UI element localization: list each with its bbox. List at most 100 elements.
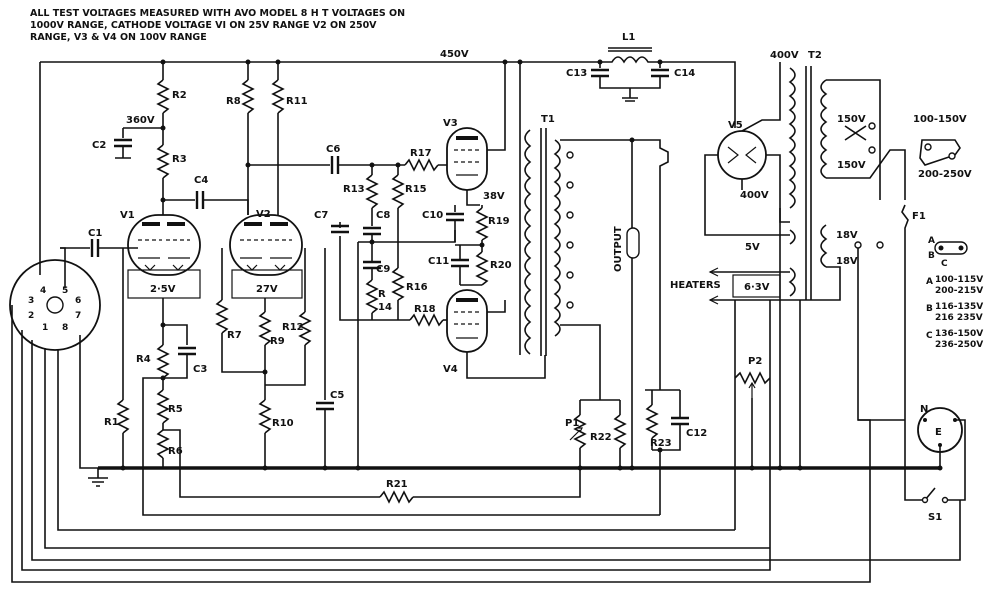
v2-valve (229, 214, 303, 276)
r21-label: R21 (386, 479, 408, 490)
mains-n-pin: N (920, 404, 928, 415)
s1-label: S1 (928, 512, 942, 523)
range-b-letter: B (926, 304, 933, 314)
r5-label: R5 (168, 404, 183, 415)
v1-supply-voltage: 360V (126, 115, 155, 126)
r3-label: R3 (172, 154, 187, 165)
r10-label: R10 (272, 418, 294, 429)
r12-resistor (298, 311, 312, 346)
r2-label: R2 (172, 90, 187, 101)
c3-label: C3 (193, 364, 207, 375)
note-line-3: RANGE, V3 & V4 ON 100V RANGE (30, 32, 207, 43)
v5-label: V5 (728, 120, 743, 131)
r5-resistor (156, 389, 170, 424)
rectifier-stage: V5 400V 400V 5V (704, 50, 799, 253)
range-c-letter: C (926, 331, 933, 341)
r1-resistor (116, 399, 130, 434)
r22-resistor (613, 414, 627, 449)
t1-output-transformer: T1 OUTPUT (524, 114, 669, 468)
tap-150v-b: 150V (837, 160, 866, 171)
v3-cathode-voltage: 38V (483, 191, 505, 202)
coupling-network: C6 R17 R13 C8 R15 C7 C9 R 14 (314, 144, 456, 471)
mains-input: N E S1 (904, 404, 966, 523)
c11-label: C11 (428, 256, 449, 267)
hum-balance: P2 (734, 356, 771, 468)
r20-label: R20 (490, 260, 512, 271)
earth-bus (88, 466, 940, 487)
v1-stage: R2 C2 360V R3 C4 V1 C1 2·5V (60, 62, 660, 516)
pin-2: 2 (28, 311, 34, 321)
r8-label: R8 (226, 96, 241, 107)
pin-7: 7 (75, 311, 81, 321)
heater-supply: HEATERS 6·3V (670, 267, 790, 548)
pin-6: 6 (75, 296, 81, 306)
mains-e-pin: E (935, 427, 942, 438)
pin-3: 3 (28, 296, 34, 306)
r9-label: R9 (270, 336, 285, 347)
pin-1: 1 (42, 323, 48, 333)
tap-18v-a: 18V (836, 230, 858, 241)
c6-label: C6 (326, 144, 340, 155)
r2-resistor (156, 79, 170, 114)
r13-label: R13 (343, 184, 365, 195)
r7-label: R7 (227, 330, 242, 341)
note-line-1: ALL TEST VOLTAGES MEASURED WITH AVO MODE… (30, 8, 405, 19)
r14-label-a: R (378, 289, 386, 300)
r17-resistor (404, 158, 439, 172)
c4-label: C4 (194, 175, 208, 186)
link-a-small: A (928, 236, 935, 246)
r16-label: R16 (406, 282, 428, 293)
r23-label: R23 (650, 438, 672, 449)
v1-valve (127, 214, 201, 276)
range-c-low: 136-150V (935, 329, 983, 339)
r14-resistor (365, 279, 379, 314)
v2-label: V2 (256, 209, 271, 220)
t2-label: T2 (808, 50, 822, 61)
range-b-low: 116-135V (935, 302, 983, 312)
range-b-high: 216 235V (935, 313, 983, 323)
tap-150v-a: 150V (837, 114, 866, 125)
r13-resistor (365, 174, 379, 209)
c14-label: C14 (674, 68, 695, 79)
r11-label: R11 (286, 96, 308, 107)
range-a-low: 100-115V (935, 275, 983, 285)
r7-resistor (215, 299, 229, 334)
f1-label: F1 (912, 211, 926, 222)
range-c-high: 236-250V (935, 340, 983, 350)
p1-label: P1 (565, 418, 579, 429)
range-a-letter: A (926, 277, 933, 287)
p2-potentiometer (734, 371, 771, 385)
v5-valve (717, 130, 767, 180)
selector-range-top: 100-150V (913, 114, 967, 125)
heater-voltage: 6·3V (744, 282, 770, 293)
note-line-2: 1000V RANGE, CATHODE VOLTAGE VI ON 25V R… (30, 20, 377, 31)
r14-label-b: 14 (378, 302, 392, 313)
heaters-label: HEATERS (670, 280, 721, 291)
selector-range-bottom: 200-250V (918, 169, 972, 180)
r17-label: R17 (410, 148, 432, 159)
r21-feedback: R21 (379, 468, 581, 504)
c13-label: C13 (566, 68, 587, 79)
r15-label: R15 (405, 184, 427, 195)
link-b-small: B (928, 251, 935, 261)
r20-resistor (475, 251, 489, 286)
r19-label: R19 (488, 216, 510, 227)
range-a-high: 200-215V (935, 286, 983, 296)
r3-resistor (156, 144, 170, 179)
r6-label: R6 (168, 446, 183, 457)
t2-hv-voltage: 400V (770, 50, 799, 61)
v2-cathode-voltage: 27V (256, 284, 278, 295)
v5-cathode-voltage: 400V (740, 190, 769, 201)
r1-label: R1 (104, 417, 119, 428)
r12-label: R12 (282, 322, 304, 333)
test-voltage-notes: ALL TEST VOLTAGES MEASURED WITH AVO MODE… (30, 8, 405, 43)
v4-label: V4 (443, 364, 458, 375)
pin-8: 8 (62, 323, 68, 333)
r16-resistor (391, 267, 405, 301)
v3-label: V3 (443, 118, 458, 129)
v1-label: V1 (120, 210, 135, 221)
r18-label: R18 (414, 304, 436, 315)
r4-label: R4 (136, 354, 151, 365)
r21-resistor (379, 490, 414, 504)
